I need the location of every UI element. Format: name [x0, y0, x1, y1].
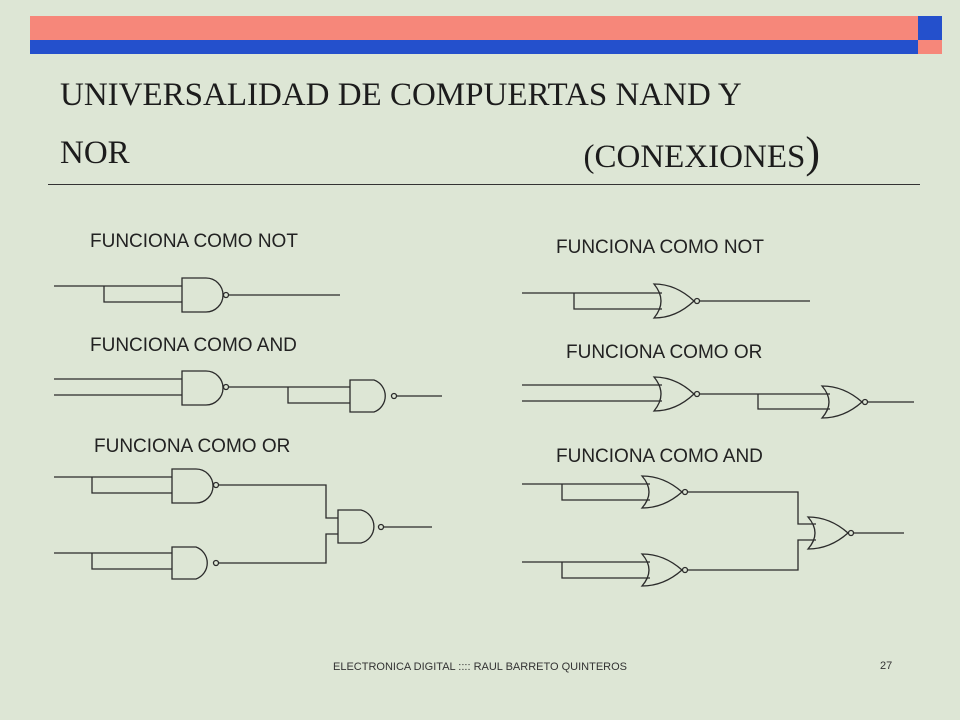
header-square-red	[918, 40, 942, 54]
inversion-bubble	[390, 392, 398, 400]
label-nor-not: FUNCIONA COMO NOT	[556, 237, 764, 258]
nor-gate	[640, 553, 683, 587]
nor-gate	[652, 283, 695, 319]
nand-gate	[171, 546, 208, 580]
header-bar-red	[30, 16, 918, 40]
nand-and-circuit	[54, 370, 442, 413]
header-square-blue	[918, 16, 942, 40]
label-nand-and: FUNCIONA COMO AND	[90, 335, 297, 356]
nand-gate	[337, 509, 375, 544]
inversion-bubble	[847, 529, 855, 537]
inversion-bubble	[212, 559, 220, 567]
nand-gate	[349, 379, 386, 413]
label-nor-or: FUNCIONA COMO OR	[566, 342, 762, 363]
nor-gate	[806, 516, 849, 550]
title-line-1: UNIVERSALIDAD DE COMPUERTAS NAND Y	[60, 77, 742, 113]
nor-not-circuit	[522, 283, 810, 319]
inversion-bubble	[681, 566, 689, 574]
nor-gate	[640, 475, 683, 509]
nor-gate	[652, 376, 695, 412]
title-underline	[48, 184, 920, 185]
label-nand-not: FUNCIONA COMO NOT	[90, 231, 298, 252]
slide-footer: ELECTRONICA DIGITAL :::: RAUL BARRETO QU…	[333, 661, 627, 673]
nand-gate	[181, 370, 224, 406]
nor-or-circuit	[522, 376, 914, 419]
title-line-2: NOR (CONEXIONES)	[60, 124, 820, 186]
slide-title: UNIVERSALIDAD DE COMPUERTAS NAND Y NOR (…	[60, 66, 920, 186]
nand-gate	[181, 277, 224, 313]
inversion-bubble	[693, 390, 701, 398]
inversion-bubble	[861, 398, 869, 406]
nand-gate	[171, 468, 214, 504]
inversion-bubble	[681, 488, 689, 496]
inversion-bubble	[212, 481, 220, 489]
title-conexiones: (CONEXIONES)	[583, 128, 820, 177]
title-word-nor: NOR	[60, 135, 130, 171]
inversion-bubble	[222, 383, 230, 391]
inversion-bubble	[377, 523, 385, 531]
nand-not-circuit	[54, 277, 340, 313]
nor-gate	[820, 385, 863, 419]
label-nand-or: FUNCIONA COMO OR	[94, 436, 290, 457]
nor-and-circuit	[522, 475, 904, 587]
page-number: 27	[880, 660, 893, 672]
inversion-bubble	[222, 291, 230, 299]
inversion-bubble	[693, 297, 701, 305]
label-nor-and: FUNCIONA COMO AND	[556, 446, 763, 467]
header-bar-blue	[30, 40, 918, 54]
nand-or-circuit	[54, 468, 432, 580]
